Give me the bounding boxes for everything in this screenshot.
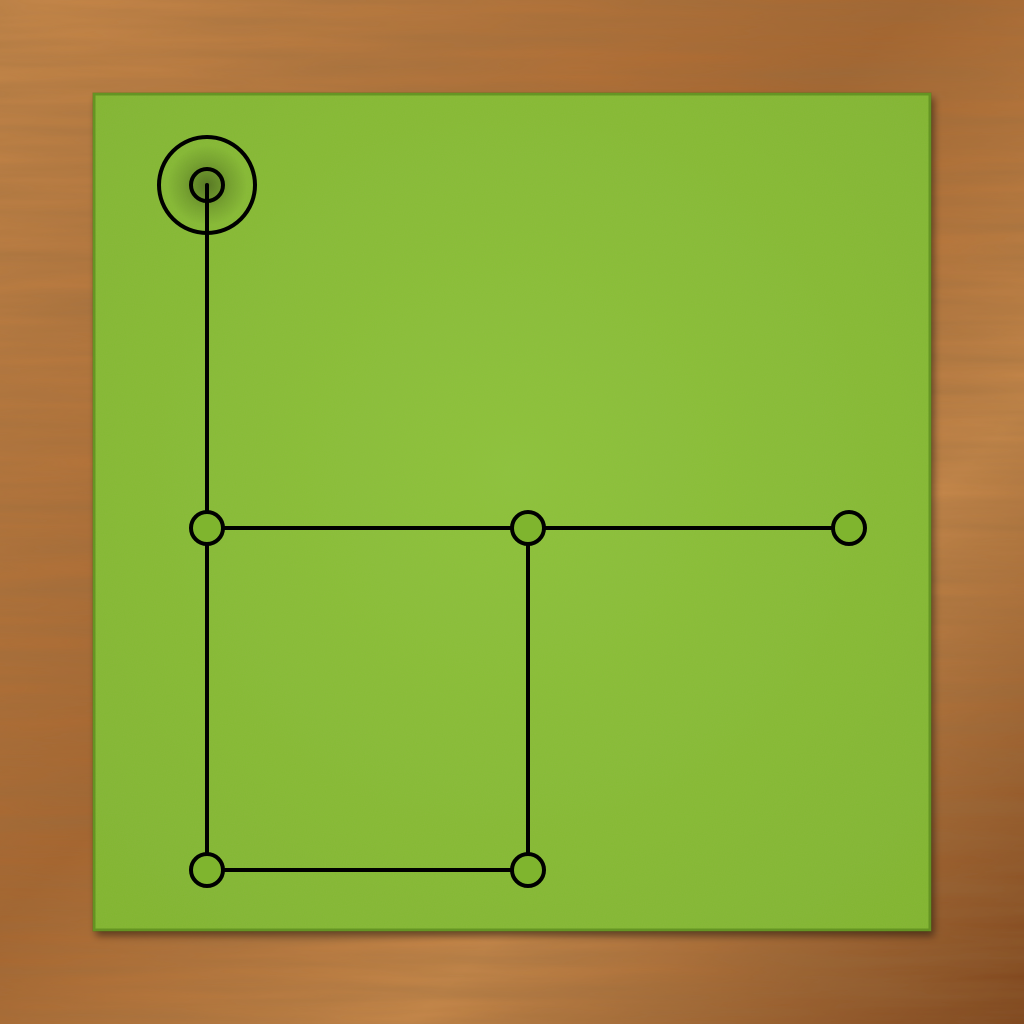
start-node-glow — [167, 145, 247, 225]
path-node-junction-n01[interactable] — [189, 510, 225, 546]
path-node-junction-n11[interactable] — [510, 510, 546, 546]
path-node-start-n00[interactable] — [189, 167, 225, 203]
path-node-end-n21[interactable] — [831, 510, 867, 546]
path-node-corner-n12[interactable] — [510, 852, 546, 888]
puzzle-board — [92, 92, 932, 932]
start-node-marker[interactable] — [157, 135, 257, 235]
path-node-corner-n02[interactable] — [189, 852, 225, 888]
path-nodes — [157, 135, 867, 888]
path-edges — [205, 183, 851, 872]
start-node-ring — [157, 135, 257, 235]
